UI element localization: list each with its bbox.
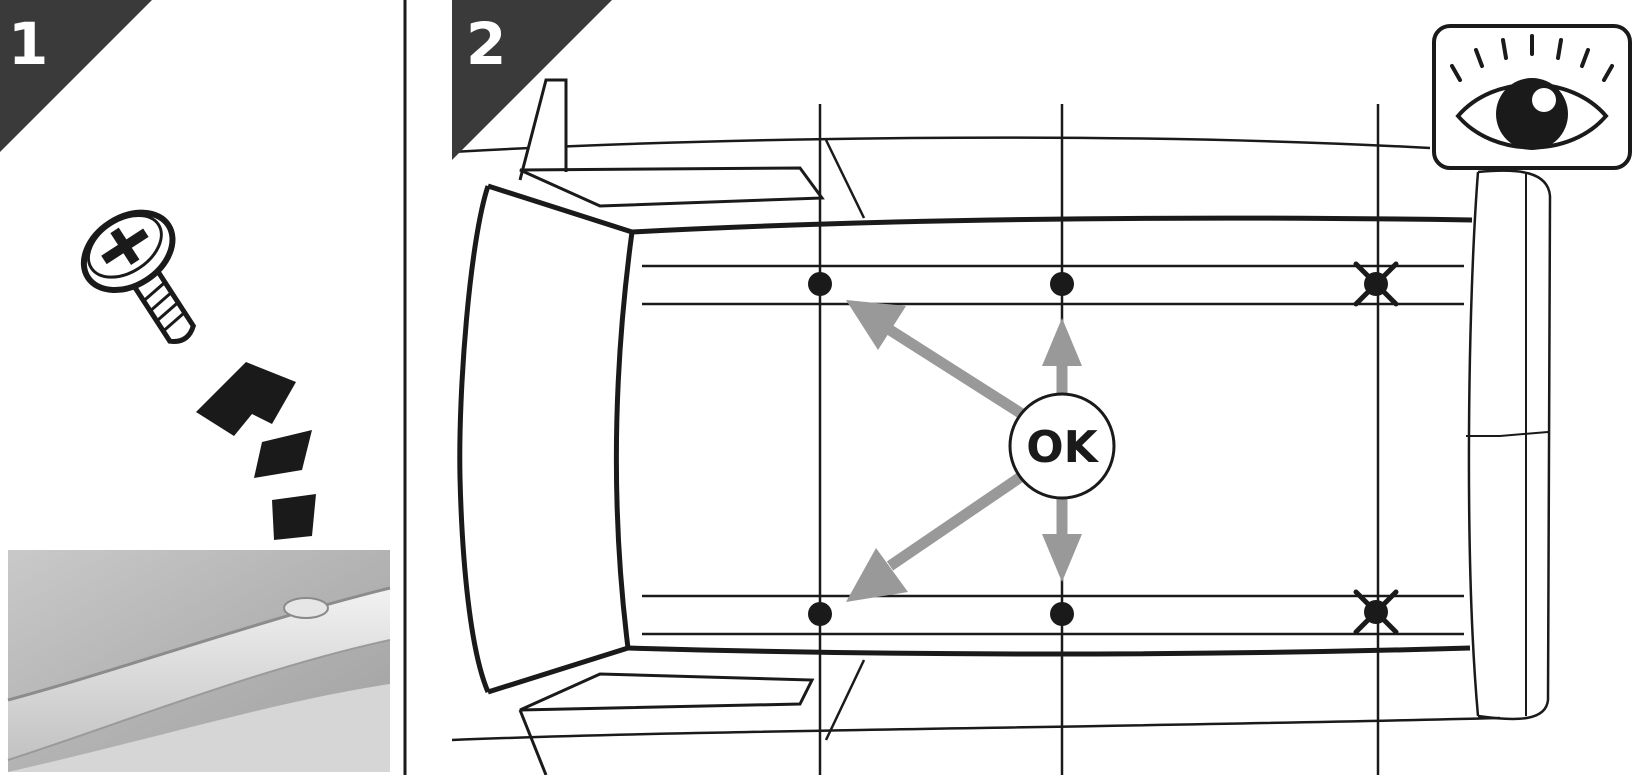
roof-rail-top	[642, 264, 1464, 306]
step-badge-1: 1	[0, 0, 152, 152]
mounting-points-ok	[808, 272, 1074, 626]
mount-point	[808, 602, 832, 626]
step-number-2: 2	[466, 10, 506, 78]
ok-label: OK	[1026, 422, 1099, 473]
mount-point	[1050, 602, 1074, 626]
mounting-points-invalid	[1353, 261, 1399, 635]
arrow-down-left	[846, 471, 1026, 602]
arrow-up-left	[846, 300, 1025, 419]
cross-mark-icon	[1353, 589, 1399, 635]
step-badge-2: 2	[452, 0, 612, 160]
step-number-1: 1	[8, 10, 48, 78]
eye-icon	[1432, 24, 1632, 170]
roof-rail-bottom	[642, 594, 1464, 636]
car-top-view	[451, 78, 1552, 775]
arrow-up	[1042, 318, 1082, 398]
mount-point	[808, 272, 832, 296]
mount-point	[1050, 272, 1074, 296]
up-arrow-icon	[196, 362, 316, 540]
panel-1: 1	[0, 0, 391, 772]
screw-icon	[80, 209, 197, 344]
photo-screw	[283, 597, 329, 619]
cross-mark-icon	[1353, 261, 1399, 307]
ok-arrows	[846, 300, 1082, 602]
photo-roof-rail	[7, 550, 391, 772]
ok-badge: OK	[1008, 392, 1116, 500]
arrow-down	[1042, 494, 1082, 582]
